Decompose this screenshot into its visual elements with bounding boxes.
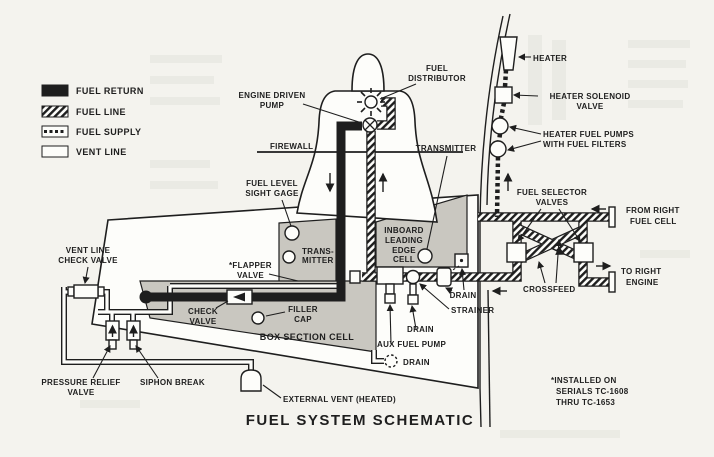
inboard-drain-fitting <box>447 253 469 274</box>
footnote-line-3: THRU TC-1653 <box>556 398 615 407</box>
legend-swatch-fuel-line <box>41 105 69 118</box>
legend-swatch-fuel-supply <box>41 125 69 138</box>
bottom-drain-symbol <box>384 354 398 368</box>
legend-label-fuel-return: FUEL RETURN <box>76 86 144 96</box>
label-siphon-break: SIPHON BREAK <box>140 378 205 387</box>
siphon-break-symbol <box>126 320 141 350</box>
heater-symbol <box>499 36 518 71</box>
leader-lines <box>82 53 581 399</box>
engine-driven-pump-symbol <box>362 117 378 133</box>
label-fuel-distributor: FUEL <box>426 64 448 73</box>
line-drain-fitting <box>436 267 452 287</box>
label-fuel-selector-valves: FUEL SELECTOR <box>517 188 587 197</box>
legend: FUEL RETURN FUEL LINE FUEL SUPPLY VENT L… <box>41 84 144 158</box>
footnote-line-1: *INSTALLED ON <box>551 376 617 385</box>
fuel-supply-line <box>494 69 509 218</box>
label-to-right-engine: TO RIGHT <box>621 267 661 276</box>
svg-text:VALVE: VALVE <box>237 271 264 280</box>
text-labels: ENGINE DRIVEN PUMP FUEL DISTRIBUTOR FIRE… <box>41 54 679 429</box>
pipe-end-to-right <box>608 271 616 293</box>
svg-text:DISTRIBUTOR: DISTRIBUTOR <box>408 74 466 83</box>
fuel-distributor-symbol <box>357 88 385 116</box>
label-box-section-cell: BOX SECTION CELL <box>260 332 355 342</box>
filler-cap-symbol <box>251 311 265 325</box>
label-external-vent: EXTERNAL VENT (HEATED) <box>283 395 396 404</box>
heater-fuel-pump-2 <box>489 140 507 158</box>
label-trans-mitter: TRANS- <box>302 247 334 256</box>
label-heater: HEATER <box>533 54 567 63</box>
check-valve-symbol <box>226 289 253 305</box>
svg-text:ENGINE: ENGINE <box>626 278 659 287</box>
svg-text:CAP: CAP <box>294 315 312 324</box>
label-pressure-relief-valve: PRESSURE RELIEF <box>41 378 120 387</box>
svg-text:VALVES: VALVES <box>536 198 569 207</box>
legend-label-vent-line: VENT LINE <box>76 147 127 157</box>
label-inboard-leading-edge-cell: INBOARD <box>384 226 423 235</box>
aux-fuel-pump-symbol <box>376 266 404 304</box>
label-drain-mid: DRAIN <box>407 325 434 334</box>
footnote-line-2: SERIALS TC-1608 <box>556 387 629 396</box>
svg-text:WITH FUEL FILTERS: WITH FUEL FILTERS <box>543 140 627 149</box>
legend-swatch-fuel-return <box>41 84 69 97</box>
svg-text:PUMP: PUMP <box>260 101 285 110</box>
bleed-through <box>80 35 690 438</box>
svg-text:CELL: CELL <box>393 255 415 264</box>
arrow-crossfeed-diagonal <box>550 246 566 255</box>
svg-text:CHECK VALVE: CHECK VALVE <box>58 256 118 265</box>
sight-gage-symbol <box>284 225 300 241</box>
external-vent-symbol <box>240 369 262 392</box>
svg-text:VALVE: VALVE <box>68 388 95 397</box>
label-from-right-fuel-cell: FROM RIGHT <box>626 206 680 215</box>
label-check-valve: CHECK <box>188 307 218 316</box>
fuel-selector-valve-right <box>573 242 594 263</box>
pressure-relief-valve-symbol <box>105 320 120 350</box>
label-heater-fuel-pumps: HEATER FUEL PUMPS <box>543 130 634 139</box>
svg-text:FUEL CELL: FUEL CELL <box>630 217 677 226</box>
legend-label-fuel-line: FUEL LINE <box>76 107 126 117</box>
label-engine-driven-pump: ENGINE DRIVEN <box>238 91 305 100</box>
label-drain-bottom: DRAIN <box>403 358 430 367</box>
outboard-transmitter-symbol <box>282 250 296 264</box>
label-filler-cap: FILLER <box>288 305 318 314</box>
svg-text:VALVE: VALVE <box>190 317 217 326</box>
legend-swatch-vent-line <box>41 145 69 158</box>
label-fuel-level-sight-gage: FUEL LEVEL <box>246 179 298 188</box>
heater-fuel-pump-1 <box>491 117 509 135</box>
strainer-symbol <box>405 269 421 305</box>
label-heater-solenoid-valve: HEATER SOLENOID <box>550 92 631 101</box>
label-transmitter: TRANSMITTER <box>416 144 477 153</box>
propeller-spinner <box>351 53 385 92</box>
svg-text:MITTER: MITTER <box>302 256 334 265</box>
inboard-transmitter-symbol <box>417 248 433 264</box>
vent-lines <box>61 283 384 371</box>
legend-label-fuel-supply: FUEL SUPPLY <box>76 127 141 137</box>
heater-solenoid-valve-symbol <box>494 86 513 104</box>
label-flapper-valve: *FLAPPER <box>229 261 272 270</box>
fuel-selector-valve-left <box>506 242 527 263</box>
interconnect-fitting <box>349 270 361 284</box>
svg-text:EDGE: EDGE <box>392 246 416 255</box>
flow-arrows <box>325 172 612 296</box>
label-vent-line-check-valve: VENT LINE <box>66 246 111 255</box>
label-strainer: STRAINER <box>451 306 494 315</box>
label-firewall: FIREWALL <box>270 142 313 151</box>
svg-text:SIGHT GAGE: SIGHT GAGE <box>245 189 299 198</box>
pipe-end-from-right <box>608 206 616 228</box>
label-crossfeed: CROSSFEED <box>523 285 576 294</box>
label-aux-fuel-pump: AUX FUEL PUMP <box>377 340 446 349</box>
diagram-title: FUEL SYSTEM SCHEMATIC <box>246 412 474 429</box>
vent-line-check-valve-symbol <box>67 284 105 299</box>
svg-text:LEADING: LEADING <box>385 236 423 245</box>
label-drain-upper: DRAIN <box>450 291 477 300</box>
svg-text:VALVE: VALVE <box>577 102 604 111</box>
